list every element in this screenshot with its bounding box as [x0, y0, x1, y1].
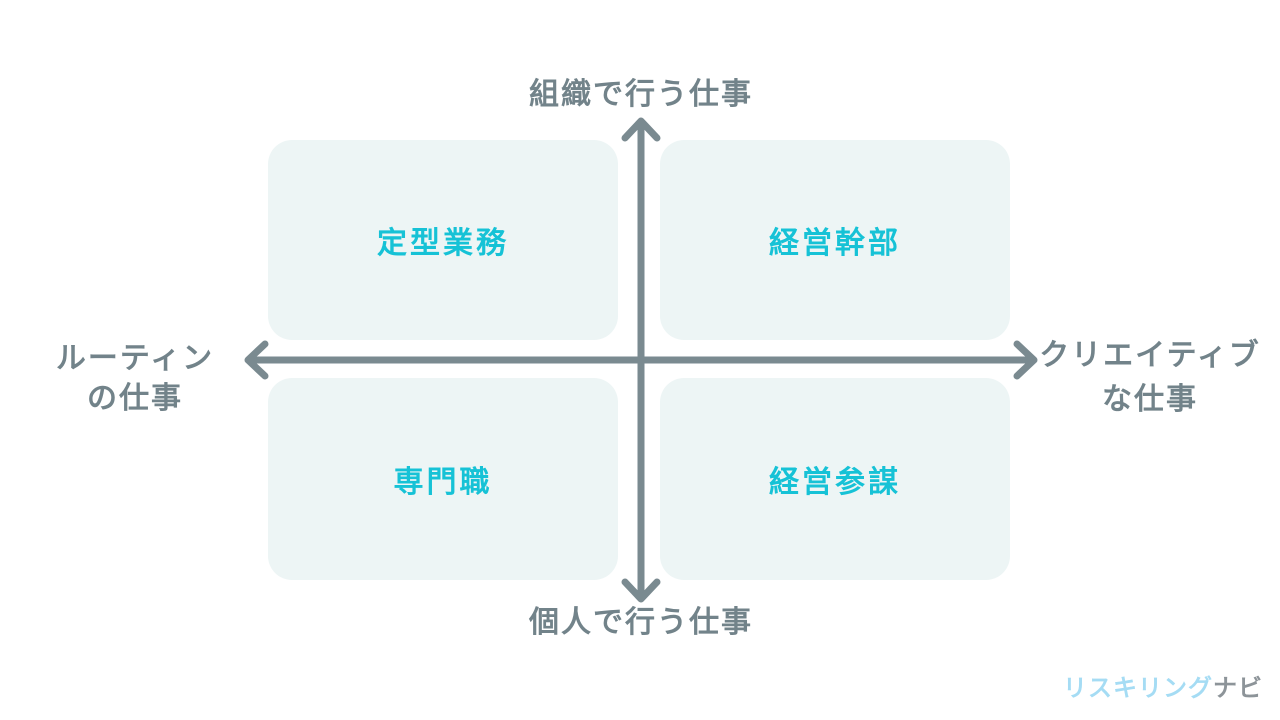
axis-label-bottom: 個人で行う仕事	[529, 606, 753, 639]
axis-label-right: クリエイティブ な仕事	[985, 334, 1280, 422]
axis-label-left: ルーティン の仕事	[0, 339, 270, 419]
quadrant-top-right-label: 経営幹部	[769, 227, 901, 260]
quadrant-bottom-left-label: 専門職	[393, 466, 493, 499]
quadrant-top-left-label: 定型業務	[377, 227, 509, 260]
quadrant-bottom-right: 経営参謀	[660, 378, 1010, 580]
quadrant-top-left: 定型業務	[268, 140, 618, 340]
down-arrowhead-icon	[621, 578, 661, 603]
axis-label-left-line2: の仕事	[87, 382, 183, 415]
up-arrowhead-icon	[621, 117, 661, 142]
quadrant-bottom-right-label: 経営参謀	[769, 466, 901, 499]
axis-label-left-line1: ルーティン	[55, 342, 215, 375]
axis-label-top: 組織で行う仕事	[529, 78, 753, 111]
logo: リスキリングナビ	[1063, 668, 1263, 703]
quadrant-bottom-left: 専門職	[268, 378, 618, 580]
axis-label-right-line2: な仕事	[1102, 383, 1198, 416]
logo-text-secondary: ナビ	[1213, 675, 1263, 702]
axis-label-right-line1: クリエイティブ	[1039, 339, 1261, 372]
quadrant-top-right: 経営幹部	[660, 140, 1010, 340]
logo-text-primary: リスキリング	[1063, 675, 1213, 702]
